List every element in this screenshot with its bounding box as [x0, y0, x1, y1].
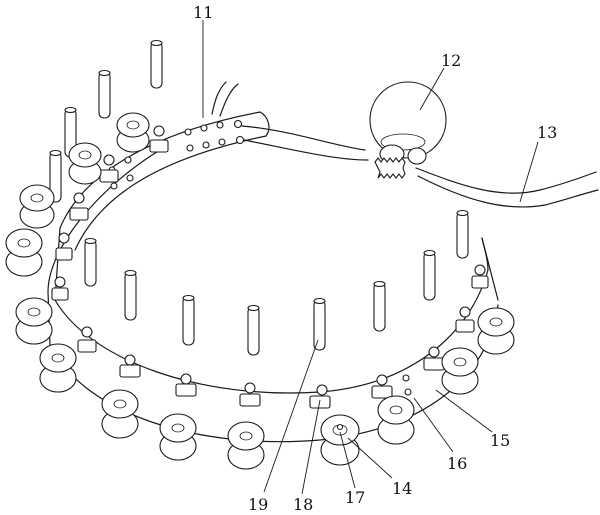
hinge-link-10 — [309, 384, 331, 409]
pin-back-5 — [456, 209, 469, 259]
hinge-link-1 — [149, 125, 169, 153]
pin-front-1 — [84, 237, 97, 287]
label-11: 11 — [193, 3, 213, 22]
pin-front-3 — [182, 294, 195, 346]
hinge-link-13 — [455, 306, 475, 333]
pin-front-4 — [247, 304, 260, 356]
back-pins — [49, 39, 469, 301]
pin-back-4 — [49, 149, 62, 203]
roller-10 — [320, 414, 360, 466]
roller-11 — [377, 395, 415, 445]
label-17: 17 — [345, 488, 365, 507]
roller-8 — [159, 413, 197, 461]
hinge-link-6 — [77, 326, 97, 353]
roller-4 — [5, 228, 43, 277]
hinge-links — [51, 125, 489, 409]
label-14: 14 — [392, 479, 412, 498]
roller-9 — [227, 421, 265, 470]
front-pins — [84, 237, 386, 356]
hinge-link-9 — [239, 382, 261, 407]
wires — [211, 81, 599, 208]
band-holes — [108, 119, 412, 396]
roller-3 — [19, 184, 55, 229]
hinge-link-11 — [371, 374, 393, 399]
pin-back-1 — [150, 39, 163, 89]
pin-back-2 — [98, 69, 111, 119]
hinge-link-3 — [69, 192, 89, 221]
roller-13 — [477, 307, 515, 355]
hinge-link-7 — [119, 354, 141, 378]
hinge-link-12 — [423, 346, 445, 371]
hinge-link-5 — [51, 276, 69, 301]
rollers — [5, 112, 515, 470]
hinge-link-8 — [175, 373, 197, 397]
roller-6 — [39, 343, 77, 393]
hinge-link-4 — [55, 232, 73, 261]
pin-front-6 — [373, 280, 386, 332]
roller-7 — [101, 389, 139, 439]
gear-collar — [374, 157, 406, 179]
pin-back-6 — [423, 249, 436, 301]
roller-5 — [15, 297, 53, 345]
bulb-sphere — [369, 81, 447, 159]
label-12: 12 — [441, 51, 461, 70]
label-18: 18 — [293, 495, 313, 514]
roller-1 — [116, 112, 150, 153]
leader-lines — [202, 20, 539, 495]
reference-numerals: 11 12 13 14 15 16 17 18 19 — [193, 3, 557, 514]
label-15: 15 — [490, 431, 510, 450]
pin-front-2 — [124, 269, 137, 321]
roller-2 — [68, 142, 102, 185]
label-19: 19 — [248, 495, 268, 514]
hinge-link-2 — [99, 154, 119, 183]
hinge-link-14 — [471, 264, 489, 289]
bulb-assembly — [369, 81, 447, 179]
roller-12 — [441, 347, 479, 395]
label-13: 13 — [537, 123, 557, 142]
label-16: 16 — [447, 454, 467, 473]
pin-front-5 — [313, 297, 326, 351]
